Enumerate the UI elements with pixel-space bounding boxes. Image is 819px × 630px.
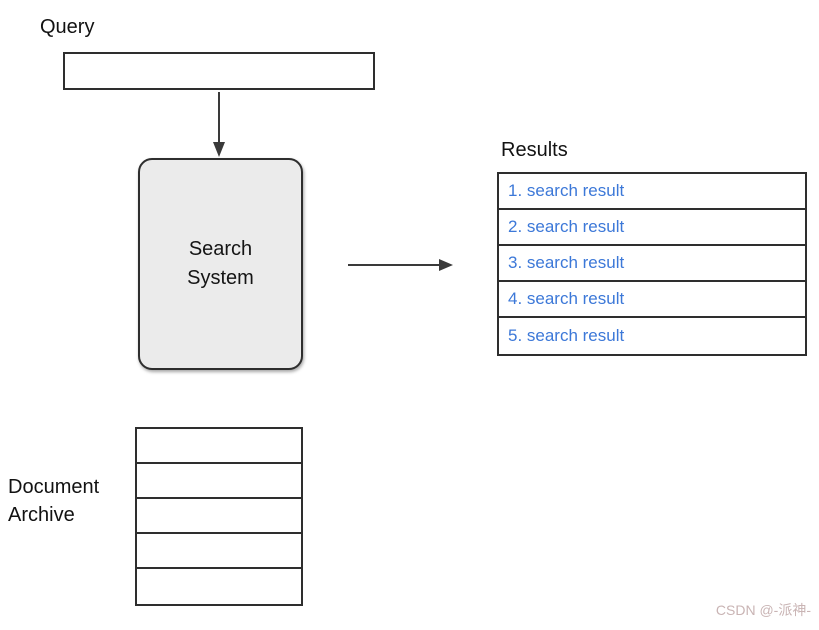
result-row: 5. search result bbox=[499, 318, 805, 354]
right-arrow-icon bbox=[348, 259, 453, 271]
result-row: 3. search result bbox=[499, 246, 805, 282]
search-system-box: Search System bbox=[138, 158, 303, 370]
result-link: 1. search result bbox=[508, 181, 625, 200]
archive-row bbox=[137, 429, 301, 464]
result-link: 3. search result bbox=[508, 253, 625, 272]
archive-row bbox=[137, 534, 301, 569]
result-row: 1. search result bbox=[499, 174, 805, 210]
results-table: 1. search result 2. search result 3. sea… bbox=[497, 172, 807, 356]
query-label: Query bbox=[40, 16, 95, 38]
document-archive-label: Document Archive bbox=[8, 473, 99, 529]
archive-row bbox=[137, 569, 301, 604]
archive-row bbox=[137, 464, 301, 499]
search-system-label-line1: Search bbox=[188, 238, 253, 260]
down-arrow-icon bbox=[213, 92, 225, 157]
search-system-label: Search System bbox=[187, 235, 254, 293]
watermark-text: CSDN @-派神- bbox=[715, 602, 811, 618]
result-link: 4. search result bbox=[508, 289, 625, 308]
document-archive-label-line2: Archive bbox=[8, 504, 75, 526]
result-row: 2. search result bbox=[499, 210, 805, 246]
archive-row bbox=[137, 499, 301, 534]
query-input-box bbox=[63, 52, 375, 90]
document-archive-table bbox=[135, 427, 303, 606]
result-link: 2. search result bbox=[508, 217, 625, 236]
results-label: Results bbox=[501, 139, 568, 161]
result-link: 5. search result bbox=[508, 326, 625, 345]
document-archive-label-line1: Document bbox=[8, 476, 100, 498]
result-row: 4. search result bbox=[499, 282, 805, 318]
search-system-label-line2: System bbox=[187, 267, 254, 289]
